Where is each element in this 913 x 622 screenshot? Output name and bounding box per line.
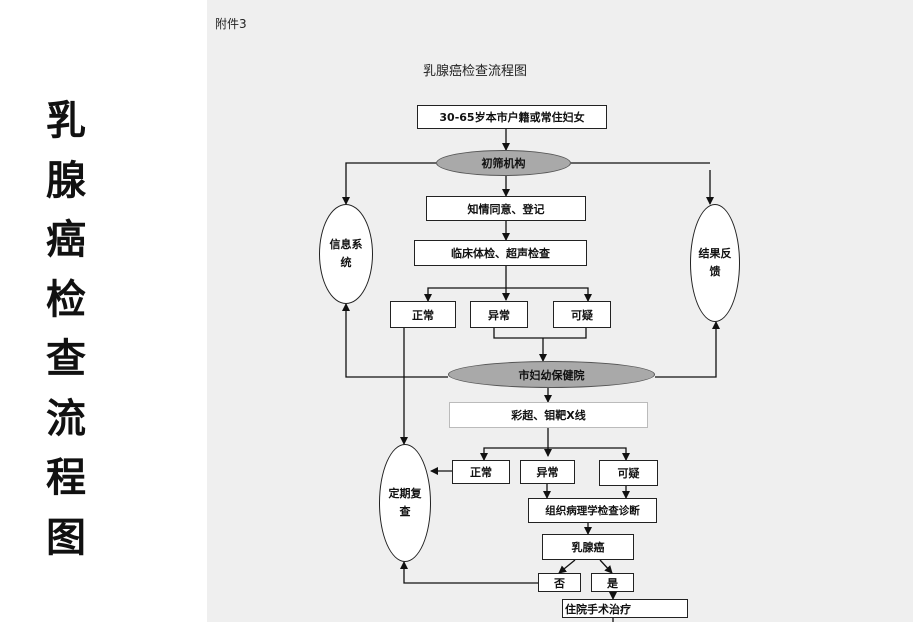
normal-result-box: 正常 <box>390 301 456 328</box>
breast-cancer-box: 乳腺癌 <box>542 534 634 560</box>
pathology-box: 组织病理学检查诊断 <box>528 498 657 523</box>
suspicious-result-box: 可疑 <box>553 301 611 328</box>
normal-imaging-box: 正常 <box>452 460 510 484</box>
side-title-char: 查 <box>46 336 86 382</box>
no-box: 否 <box>538 573 581 592</box>
consent-registration-box: 知情同意、登记 <box>426 196 586 221</box>
flowchart-title: 乳腺癌检查流程图 <box>422 64 527 79</box>
abnormal-result-box: 异常 <box>470 301 528 328</box>
attachment-label: 附件3 <box>215 17 247 31</box>
side-title-char: 流 <box>46 395 86 442</box>
primary-screening-node: 初筛机构 <box>436 150 571 176</box>
maternal-hospital-node: 市妇幼保健院 <box>448 361 655 388</box>
side-title-char: 乳 <box>46 98 86 144</box>
surgery-box: 住院手术治疗 <box>562 599 688 618</box>
side-title-char: 检 <box>46 276 86 323</box>
target-population-box: 30-65岁本市户籍或常住妇女 <box>417 105 607 129</box>
side-title-char: 程 <box>46 455 86 501</box>
side-title: 乳 腺 癌 检 查 流 程 图 <box>40 92 92 568</box>
imaging-box: 彩超、钼靶X线 <box>449 402 648 428</box>
result-feedback-oval: 结果反馈 <box>690 204 740 322</box>
side-title-char: 腺 <box>46 157 86 204</box>
abnormal-imaging-box: 异常 <box>520 460 575 484</box>
yes-box: 是 <box>591 573 634 592</box>
suspicious-imaging-box: 可疑 <box>599 460 658 486</box>
side-title-char: 图 <box>46 514 86 561</box>
info-system-oval: 信息系统 <box>319 204 373 304</box>
side-title-char: 癌 <box>46 217 86 263</box>
clinical-exam-box: 临床体检、超声检查 <box>414 240 587 266</box>
periodic-recheck-oval: 定期复查 <box>379 444 431 562</box>
